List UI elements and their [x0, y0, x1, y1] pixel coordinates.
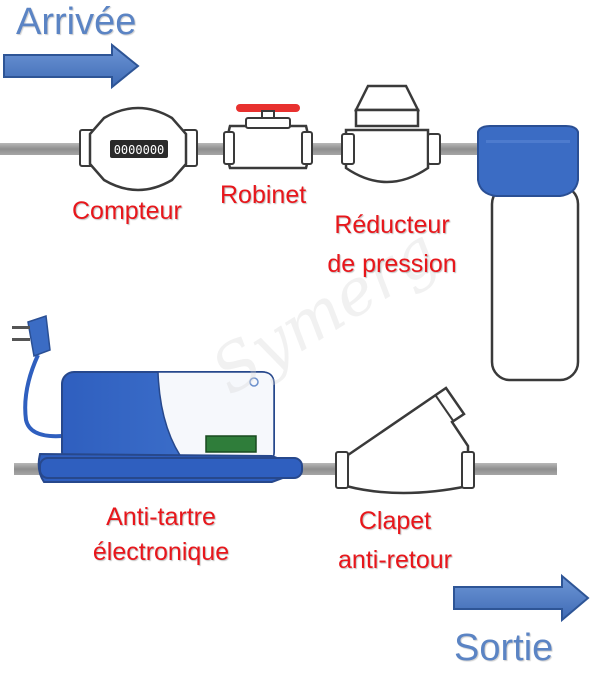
exit-label: Sortie [454, 627, 554, 669]
valve-handle [236, 104, 300, 112]
pressure-reducer-label: Réducteur de pression [327, 211, 457, 278]
check-valve-label: Clapet anti-retour [338, 507, 452, 574]
arrival-label: Arrivée [16, 1, 137, 43]
exit-arrow [453, 573, 590, 623]
antiscale-label: Anti-tartre électronique [92, 503, 230, 566]
valve-icon [223, 104, 313, 170]
arrival-arrow [3, 42, 140, 90]
meter-display: 0000000 [114, 143, 165, 157]
check-valve-icon [335, 386, 475, 495]
meter-label: Compteur [72, 197, 182, 225]
meter-icon: 0000000 [79, 106, 198, 192]
antiscale-device-icon [37, 371, 303, 483]
power-adapter-icon [12, 314, 63, 439]
valve-label: Robinet [220, 181, 307, 209]
antiscale-logo-icon [249, 377, 259, 387]
pressure-reducer-icon [341, 84, 441, 184]
filter-housing-icon [477, 125, 580, 382]
antiscale-display [205, 435, 257, 453]
